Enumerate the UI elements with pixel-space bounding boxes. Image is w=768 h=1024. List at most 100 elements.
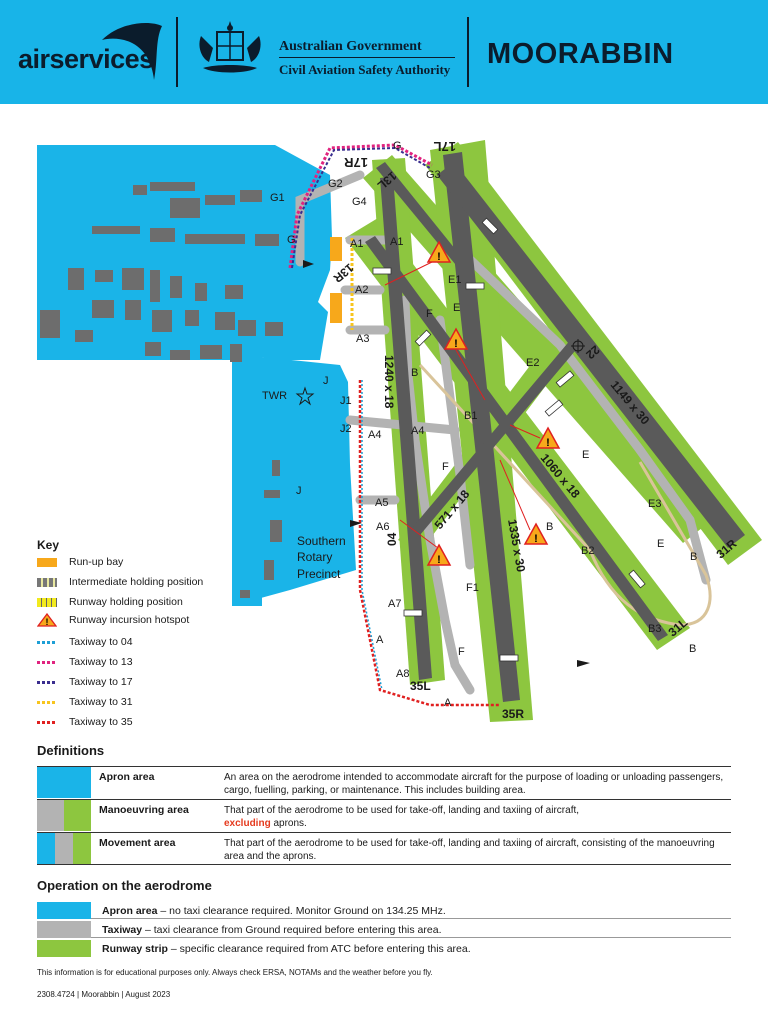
taxiway-04-swatch [37, 641, 57, 644]
definition-term: Apron area [99, 771, 155, 783]
svg-text:!: ! [46, 617, 49, 627]
taxiway-label: A [376, 634, 384, 646]
runway-13l-31r [376, 162, 468, 270]
hotspot-icon: ! [443, 327, 469, 350]
apron-swatch [37, 902, 91, 919]
precinct-label: Southern [297, 534, 346, 548]
operation-row-apron: Apron area – no taxi clearance required.… [37, 902, 731, 919]
operation-row-taxiway: Taxiway – taxi clearance from Ground req… [37, 921, 731, 938]
taxiway-to-17-route [291, 146, 431, 269]
definition-term: Movement area [99, 837, 176, 849]
definition-desc: That part of the aerodrome to be used fo… [224, 804, 724, 830]
taxiway-label: A8 [396, 668, 409, 680]
tower-label: TWR [262, 390, 287, 402]
run-up-bay-swatch [37, 558, 57, 567]
hotspot-icon: ! [523, 522, 549, 545]
key-label: Runway incursion hotspot [69, 614, 190, 626]
run-up-bay-1 [330, 237, 342, 261]
precinct-label: Rotary [297, 550, 332, 564]
operation-row-runway-strip: Runway strip – specific clearance requir… [37, 940, 731, 957]
key-title: Key [37, 538, 60, 552]
hotspot-icon: ! [426, 543, 452, 566]
definition-desc: An area on the aerodrome intended to acc… [224, 772, 724, 796]
key-label: Runway holding position [69, 596, 183, 608]
taxiway-label: E [657, 538, 664, 550]
svg-text:!: ! [437, 251, 441, 263]
runway-17l-31r [437, 162, 745, 548]
taxiway-label: J2 [340, 423, 352, 435]
gov-title: Australian Government [279, 39, 422, 54]
taxiway-label: F1 [466, 582, 479, 594]
runway-17r-35l [380, 176, 432, 680]
taxiway-label: B2 [581, 545, 594, 557]
precinct-label: Precinct [297, 567, 341, 581]
apron-swatch [37, 767, 91, 798]
intermediate-hold-swatch [37, 578, 57, 587]
taxiway-label: E1 [448, 274, 461, 286]
hotspot-icon: ! [535, 426, 561, 449]
taxiway-label: B [546, 521, 553, 533]
taxiway-label: F [442, 461, 449, 473]
gov-divider [279, 57, 455, 58]
operation-desc: – no taxi clearance required. Monitor Gr… [157, 905, 446, 917]
taxiway-label: G3 [426, 169, 441, 181]
taxiway-17-swatch [37, 681, 57, 684]
taxiway-label: B3 [648, 623, 661, 635]
airport-name: MOORABBIN [487, 38, 674, 70]
taxiway-label: G [287, 234, 296, 246]
operation-text: Runway strip – specific clearance requir… [102, 943, 471, 955]
runway-strip-swatch [64, 800, 91, 831]
tower-star-icon [295, 386, 315, 406]
taxiway-label: A [444, 697, 452, 709]
key-label: Taxiway to 17 [69, 676, 133, 688]
taxiway-to-35-route [358, 380, 500, 707]
airservices-logo-text: airservices [18, 44, 154, 74]
svg-text:!: ! [546, 437, 550, 449]
svg-text:!: ! [454, 338, 458, 350]
aerodrome-map: ! ! ! ! ! 17R 13L 17L 13R 04 22 31R 31L … [37, 139, 762, 722]
taxiway-label: B [689, 643, 696, 655]
key-label: Taxiway to 04 [69, 636, 133, 648]
taxiway-label: A7 [388, 598, 401, 610]
taxiway-swatch [37, 921, 91, 938]
taxiway-label: E2 [526, 357, 539, 369]
runway-dimension: 1240 x 18 [382, 355, 396, 409]
operation-desc: – specific clearance required from ATC b… [167, 943, 471, 955]
direction-arrow-icon [350, 520, 362, 527]
direction-arrow-icon [577, 660, 590, 667]
taxiway-label: A1 [390, 236, 403, 248]
taxiway-label: G1 [270, 192, 285, 204]
definition-excluding: excluding [224, 818, 271, 829]
operation-term: Runway strip [102, 943, 168, 955]
runway-label: 35R [502, 707, 524, 721]
key-label: Taxiway to 13 [69, 656, 133, 668]
runway-label: 17L [434, 139, 456, 154]
taxiway-b-perimeter [418, 363, 712, 627]
operation-desc: – taxi clearance from Ground required be… [142, 924, 442, 936]
definition-desc-part: aprons. [270, 818, 307, 829]
key-label: Run-up bay [69, 556, 124, 568]
run-up-bay-2 [330, 293, 342, 323]
key-label: Intermediate holding position [69, 576, 204, 588]
operation-text: Taxiway – taxi clearance from Ground req… [102, 924, 442, 936]
runway-strip-swatch [37, 940, 91, 957]
buildings [40, 182, 283, 598]
taxiway-13-swatch [37, 661, 57, 664]
footer-reference: 2308.4724 | Moorabbin | August 2023 [37, 990, 171, 999]
taxiway-label: A4 [411, 425, 424, 437]
taxiway-35-swatch [37, 721, 57, 724]
taxiway-label: B1 [464, 410, 477, 422]
taxiway-label: G2 [328, 178, 343, 190]
taxiway-label: A3 [356, 333, 369, 345]
direction-arrow-icon [303, 260, 314, 268]
taxiway-swatch [37, 800, 64, 831]
taxiway-label: A2 [355, 284, 368, 296]
taxiway-label: A5 [375, 497, 388, 509]
taxiway-label: E3 [648, 498, 661, 510]
taxiway-label: J1 [340, 395, 352, 407]
definition-row-manoeuvring: Manoeuvring area That part of the aerodr… [37, 799, 731, 831]
definition-row-apron: Apron area An area on the aerodrome inte… [37, 766, 731, 798]
runway-label: 17R [344, 155, 368, 170]
operation-text: Apron area – no taxi clearance required.… [102, 905, 446, 917]
taxiway-label: J [296, 485, 302, 497]
